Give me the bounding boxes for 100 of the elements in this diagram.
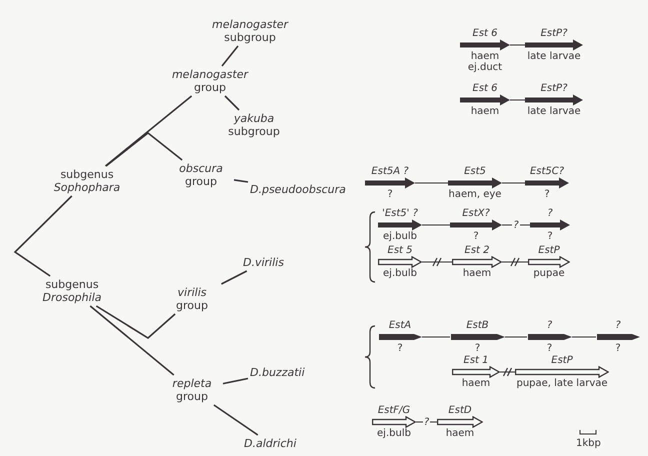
taxon-label: repleta group — [163, 377, 221, 403]
expression-label: ? — [614, 343, 622, 354]
gene-entry — [452, 245, 502, 279]
gene-name: EstA — [388, 320, 412, 331]
connector-line — [422, 224, 450, 226]
expression-label: ? — [386, 189, 394, 200]
scale-label: 1kbp — [576, 438, 601, 449]
gene-name: EstP? — [540, 83, 568, 94]
connector-line — [502, 258, 528, 266]
connector-line — [510, 44, 526, 46]
expression-label: haem — [460, 378, 492, 389]
gene-entry — [527, 320, 572, 354]
branch-line — [90, 305, 174, 376]
gene-entry — [365, 166, 415, 200]
connector-line — [504, 336, 528, 338]
connector-line — [422, 258, 452, 266]
branch-line — [213, 404, 258, 436]
expression-label: ? — [472, 231, 480, 242]
gene-name: Est 2 — [464, 245, 490, 256]
gene-name: EstF/G — [376, 405, 412, 416]
branch-line — [105, 95, 192, 167]
taxon-label: subgenus Sophophara — [42, 168, 132, 194]
gene-entry — [596, 320, 640, 354]
gene-name: EstP — [537, 245, 561, 256]
taxon-label: subgenus Drosophila — [34, 278, 110, 304]
taxon-label: D.pseudoobscura — [250, 183, 346, 196]
expression-label: haem, eye — [448, 189, 502, 200]
expression-label: haem — [470, 106, 500, 117]
expression-label: late larvae — [526, 106, 582, 117]
gene-name: Est 5 — [386, 245, 414, 256]
gene-entry — [528, 245, 570, 279]
gene-entry — [448, 166, 502, 200]
gene-name: ? — [546, 208, 554, 219]
branch-line — [224, 95, 240, 111]
expression-label: ? — [546, 231, 554, 242]
connector-line — [422, 336, 450, 338]
edge-label: ? — [512, 220, 520, 230]
expression-label: ? — [396, 343, 404, 354]
gene-name: EstP? — [540, 28, 568, 39]
expression-label: haem ej.duct — [466, 51, 504, 73]
branch-line — [222, 378, 248, 384]
branch-line — [221, 270, 248, 285]
gene-entry — [378, 208, 422, 242]
gene-entry — [530, 208, 570, 242]
branch-line — [14, 195, 72, 277]
gene-name: 'Est5' ? — [381, 208, 419, 219]
taxon-label: virilis group — [163, 286, 221, 312]
gene-name: Est5C? — [528, 166, 566, 177]
connector-line — [414, 182, 448, 184]
gene-name: Est 6 — [472, 83, 498, 94]
gene-entry — [372, 405, 416, 439]
gene-name: Est5A ? — [370, 166, 410, 177]
gene-name: ? — [546, 320, 554, 331]
taxon-label: melanogaster group — [168, 68, 252, 94]
branch-line — [106, 132, 183, 167]
gene-entry — [525, 28, 583, 62]
taxon-label: yakuba subgroup — [222, 112, 286, 138]
expression-label: ej.bulb — [382, 268, 418, 279]
gene-name: EstD — [447, 405, 473, 416]
expression-label: late larvae — [526, 51, 582, 62]
expression-label: pupae, late larvae — [515, 378, 609, 389]
taxon-label: melanogaster subgroup — [212, 18, 288, 44]
gene-entry — [460, 28, 510, 73]
expression-label: ? — [543, 189, 551, 200]
gene-name: Est5 — [463, 166, 487, 177]
gene-entry — [460, 83, 510, 117]
connector-line — [502, 224, 530, 226]
branch-line — [221, 46, 239, 66]
taxon-label: D.virilis — [243, 256, 284, 269]
gene-entry — [525, 166, 569, 200]
gene-entry — [378, 320, 422, 354]
gene-name: Est 6 — [472, 28, 498, 39]
gene-name: EstP — [550, 355, 574, 366]
expression-label: ? — [546, 343, 554, 354]
expression-label: ej.bulb — [376, 428, 412, 439]
connector-line — [502, 182, 526, 184]
gene-entry — [452, 355, 500, 389]
gene-entry — [525, 83, 583, 117]
expression-label: ? — [474, 343, 482, 354]
connector-line — [572, 336, 596, 338]
taxon-label: D.aldrichi — [244, 437, 296, 450]
taxon-label: D.buzzatii — [250, 366, 305, 379]
gene-name: EstB — [465, 320, 490, 331]
branch-line — [96, 305, 176, 339]
expression-label: haem — [462, 268, 492, 279]
gene-entry — [437, 405, 483, 439]
gene-entry — [378, 245, 422, 279]
gene-name: Est 1 — [462, 355, 490, 366]
connector-line — [500, 368, 516, 376]
taxon-label: obscura group — [170, 162, 232, 188]
edge-label: ? — [422, 416, 430, 428]
gene-entry — [450, 320, 505, 354]
expression-label: ej.bulb — [382, 231, 418, 242]
gene-name: EstX? — [461, 208, 491, 219]
gene-entry — [450, 208, 502, 242]
gene-name: ? — [614, 320, 622, 331]
gene-entry — [515, 355, 609, 389]
expression-label: haem — [444, 428, 476, 439]
branch-line — [234, 179, 248, 183]
expression-label: pupae — [532, 268, 566, 279]
